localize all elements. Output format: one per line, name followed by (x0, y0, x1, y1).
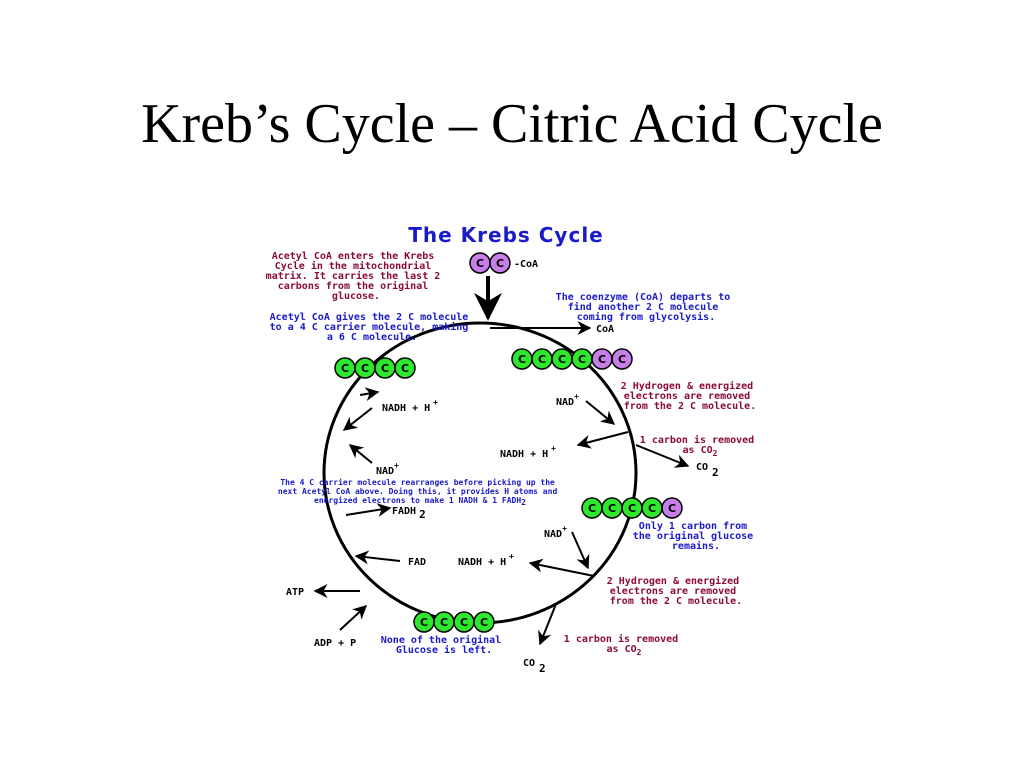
arrows (313, 276, 690, 646)
carbon-atom-green (473, 611, 495, 633)
carbon-atom-label: C (496, 257, 504, 270)
nad-label-right-2: NAD+ (544, 524, 567, 540)
note-acetyl-gives: Acetyl CoA gives the 2 C molecule to a 4… (270, 311, 475, 343)
note-carbon-removed-2: 1 carbon is removed as CO2 (564, 633, 684, 657)
slide-title: Kreb’s Cycle – Citric Acid Cycle (141, 93, 883, 155)
note-hydrogen-removed-2: 2 Hydrogen & energized electrons are rem… (607, 575, 745, 607)
co2-out-arrow-2 (538, 603, 557, 646)
note-only-one-carbon: Only 1 carbon from the original glucose … (633, 521, 759, 552)
carbon-atom-label: C (628, 502, 636, 515)
nad-label-right-1: NAD+ (556, 392, 579, 408)
note-hydrogen-removed-1: 2 Hydrogen & energized electrons are rem… (621, 380, 759, 412)
carbon-atom-purple (611, 348, 633, 370)
nadh-left-upper-arrow (342, 407, 373, 431)
coa-attached-label: -CoA (514, 259, 538, 270)
nadh-out-arrow-left (359, 387, 380, 401)
nad-in-arrow-2 (571, 531, 590, 570)
carbon-atom-label: C (518, 353, 526, 366)
nad-label-left: NAD+ (376, 461, 399, 477)
fad-label: FAD (408, 557, 426, 568)
carbon-atom-label: C (460, 616, 468, 629)
carbon-atom-label: C (480, 616, 488, 629)
co2-out-arrow-1 (635, 444, 690, 468)
carbon-atom-green (394, 357, 416, 379)
carbon-atom-label: C (588, 502, 596, 515)
carbon-atom-label: C (361, 362, 369, 375)
note-carbon-removed-1: 1 carbon is removed as CO2 (640, 434, 760, 458)
fad-in-arrow (354, 550, 401, 565)
note-none-left: None of the original Glucose is left. (381, 634, 507, 656)
adp-label: ADP + P (314, 638, 356, 649)
carbon-atom-label: C (401, 362, 409, 375)
note-acetyl-enters: Acetyl CoA enters the Krebs Cycle in the… (266, 251, 447, 302)
carbon-atom-purple (661, 497, 683, 519)
carbon-atom-label: C (578, 353, 586, 366)
carbon-atom-label: C (598, 353, 606, 366)
carbon-atom-label: C (608, 502, 616, 515)
note-coenzyme-departs: The coenzyme (CoA) departs to find anoth… (556, 292, 737, 323)
note-carrier-rearranges: The 4 C carrier molecule rearranges befo… (278, 477, 562, 507)
diagram-title: The Krebs Cycle (408, 223, 604, 247)
nadh-out-arrow-1 (576, 431, 629, 449)
adp-in-arrow (339, 605, 368, 631)
fadh-out-arrow (345, 503, 392, 517)
carbon-atom-label: C (618, 353, 626, 366)
carbon-atom-label: C (341, 362, 349, 375)
carbon-atom-label: C (668, 502, 676, 515)
nad-in-arrow-left (348, 444, 373, 464)
carbon-atom-label: C (476, 257, 484, 270)
atp-label: ATP (286, 587, 304, 598)
carbon-atom-label: C (648, 502, 656, 515)
carbon-atom-label: C (440, 616, 448, 629)
carbon-atom-purple (489, 252, 511, 274)
nadh-label-right-1: NADH + H+ (500, 444, 556, 460)
nadh-label-right-2: NADH + H+ (458, 552, 514, 568)
carbon-atom-label: C (558, 353, 566, 366)
carbon-atom-label: C (420, 616, 428, 629)
nadh-label-left: NADH + H+ (382, 398, 438, 414)
carbon-atom-label: C (381, 362, 389, 375)
nad-in-arrow-1 (585, 400, 616, 425)
coa-departs-label: CoA (596, 324, 614, 335)
carbon-atom-label: C (538, 353, 546, 366)
nadh-out-arrow-2 (528, 558, 595, 577)
